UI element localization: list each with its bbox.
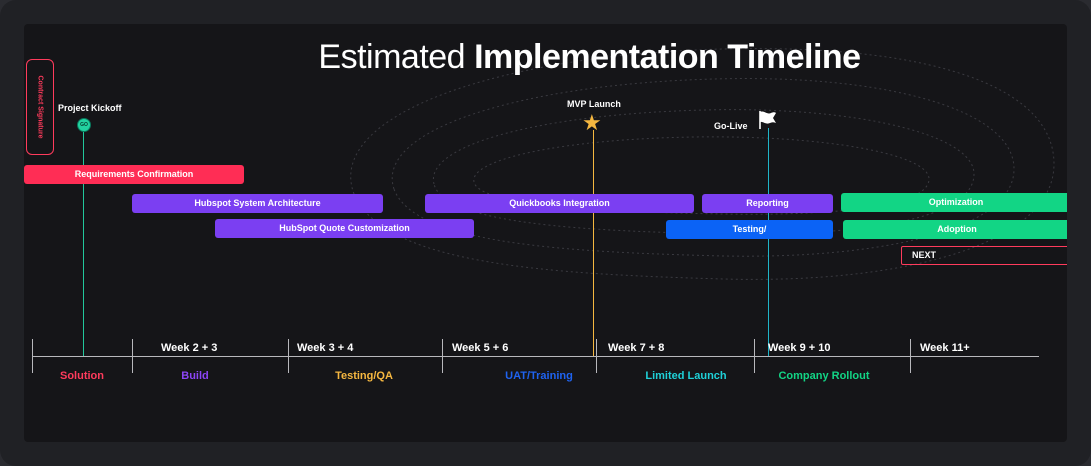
timeline-slide: Estimated Implementation Timeline Contra… xyxy=(24,24,1067,442)
kickoff-label: Project Kickoff xyxy=(58,103,122,113)
mvp-launch-label: MVP Launch xyxy=(567,99,621,109)
week-label: Week 9 + 10 xyxy=(768,342,831,354)
axis-tick xyxy=(754,339,755,373)
contract-signature-box: Contract Signature xyxy=(26,59,54,155)
go-badge-icon: GO xyxy=(77,118,91,132)
phase-label: Company Rollout xyxy=(778,370,870,382)
phase-label: Solution xyxy=(60,370,104,382)
title-bold: Implementation Timeline xyxy=(474,38,861,76)
axis-tick xyxy=(442,339,443,373)
axis-tick xyxy=(32,339,33,373)
phase-label: UAT/Training xyxy=(505,370,573,382)
star-icon: ★ xyxy=(582,110,602,135)
next-box: NEXT xyxy=(901,246,1067,265)
week-label: Week 11+ xyxy=(920,342,970,354)
week-label: Week 7 + 8 xyxy=(608,342,665,354)
axis-tick xyxy=(596,339,597,373)
task-bar-hubspot-quote: HubSpot Quote Customization xyxy=(215,219,474,238)
task-bar-optimization: Optimization xyxy=(841,193,1067,212)
mvp-line xyxy=(593,130,594,356)
task-bar-testing: Testing/ xyxy=(666,220,833,239)
task-bar-adoption: Adoption xyxy=(843,220,1067,239)
phase-label: Limited Launch xyxy=(645,370,727,382)
golive-line xyxy=(768,128,769,356)
golive-label: Go-Live xyxy=(714,121,748,131)
week-label: Week 5 + 6 xyxy=(452,342,509,354)
phase-label: Build xyxy=(181,370,209,382)
flag-icon xyxy=(759,111,776,129)
axis-tick xyxy=(288,339,289,373)
timeline-axis xyxy=(32,356,1039,357)
task-bar-quickbooks: Quickbooks Integration xyxy=(425,194,694,213)
week-label: Week 3 + 4 xyxy=(297,342,354,354)
axis-tick xyxy=(132,339,133,373)
week-label: Week 2 + 3 xyxy=(161,342,218,354)
phase-label: Testing/QA xyxy=(335,370,393,382)
contract-signature-label: Contract Signature xyxy=(36,75,44,139)
page-title: Estimated Implementation Timeline xyxy=(24,38,1067,77)
task-bar-requirements: Requirements Confirmation xyxy=(24,165,244,184)
task-bar-hubspot-architecture: Hubspot System Architecture xyxy=(132,194,383,213)
title-light: Estimated xyxy=(318,38,466,76)
task-bar-reporting: Reporting xyxy=(702,194,833,213)
kickoff-line xyxy=(83,130,84,356)
axis-tick xyxy=(910,339,911,373)
